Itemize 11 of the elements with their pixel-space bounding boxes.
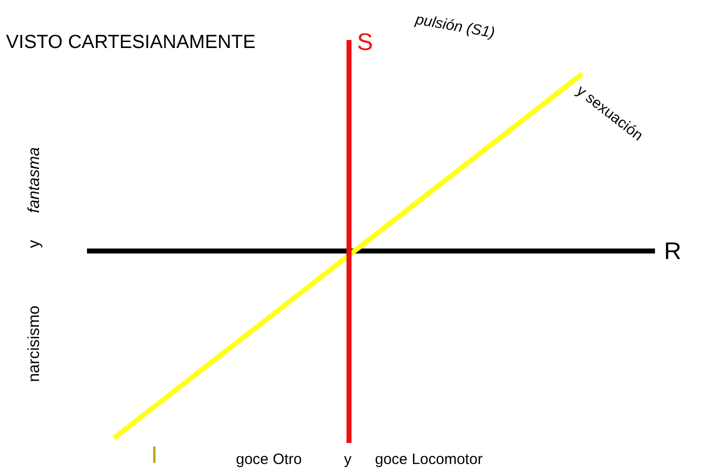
annotation: goce Otro xyxy=(236,452,302,467)
axis-label: S xyxy=(357,31,374,55)
title: VISTO CARTESIANAMENTE xyxy=(6,33,256,52)
annotation: pulsión (S1) xyxy=(414,12,496,41)
annotation: fantasma xyxy=(27,147,43,213)
axis-label: R xyxy=(664,240,682,264)
annotation: goce Locomotor xyxy=(375,452,483,467)
axis-label: I xyxy=(151,444,158,468)
annotation: y xyxy=(27,240,43,248)
annotation: narcisismo xyxy=(27,306,43,382)
annotation: y xyxy=(344,452,352,467)
